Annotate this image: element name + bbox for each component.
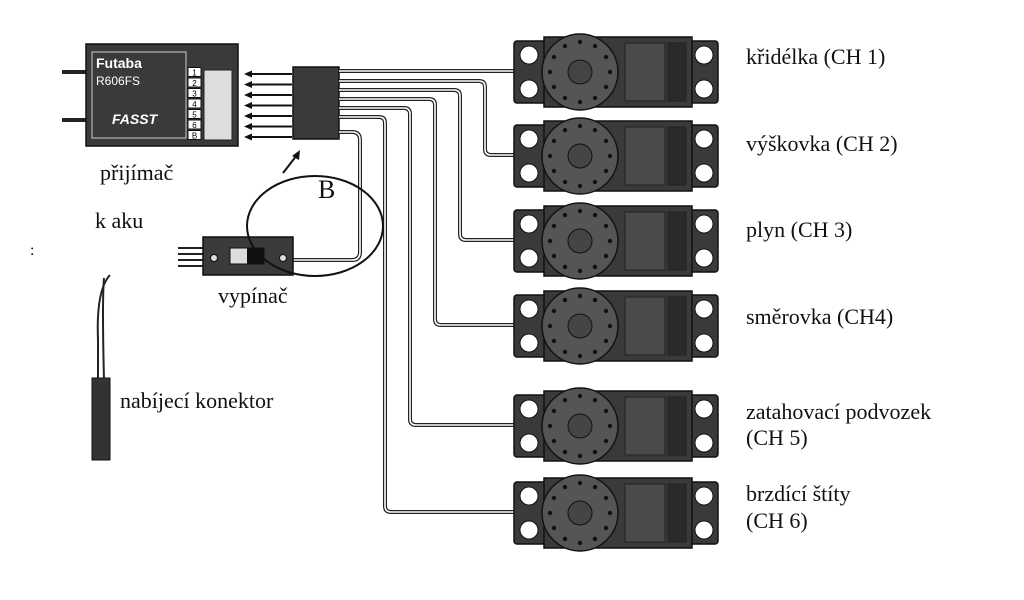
charge-connector-label: nabíjecí konektor	[120, 388, 274, 413]
channel-number: 3	[192, 90, 197, 99]
channel-slot	[187, 119, 202, 130]
receiver-brand: Futaba	[96, 55, 142, 71]
channel-number: 5	[192, 111, 197, 120]
channel-slot	[187, 77, 202, 88]
servo-label-ch1: křidélka (CH 1)	[746, 44, 886, 69]
servo-wire	[339, 97, 515, 327]
switch	[178, 236, 294, 276]
servo-label-ch5-line2: (CH 5)	[746, 425, 808, 450]
channel-slot	[187, 88, 202, 98]
servo-label-ch4: směrovka (CH4)	[746, 304, 894, 329]
servo-label-ch5: zatahovací podvozek	[746, 399, 932, 424]
channel-slot	[187, 67, 202, 77]
channel-arrows	[244, 70, 292, 141]
servo-wire	[339, 88, 515, 242]
channel-slot	[187, 130, 202, 140]
channel-number: 1	[192, 69, 197, 78]
servo-wires	[293, 69, 515, 514]
connector-bundle	[292, 66, 340, 140]
fasst-logo: FASST	[112, 111, 159, 127]
servo-label-ch6: brzdící štíty	[746, 481, 851, 506]
charge-connector	[91, 274, 111, 461]
marker-arrow	[282, 154, 298, 174]
servo-ch4	[513, 287, 719, 365]
servo-label-ch6-line2: (CH 6)	[746, 508, 808, 533]
servo-ch1	[513, 33, 719, 111]
channel-number: 2	[192, 79, 197, 88]
servo-ch5	[513, 387, 719, 465]
servo-ch2	[513, 117, 719, 195]
channel-slot	[187, 98, 202, 109]
servo-ch3	[513, 202, 719, 280]
receiver-model: R606FS	[96, 74, 140, 88]
receiver: Futaba R606FS FASST 12 34 56B	[62, 43, 239, 147]
colon-mark: :	[30, 242, 35, 259]
highlight-ellipse	[246, 175, 384, 277]
servo-label-ch2: výškovka (CH 2)	[746, 131, 898, 156]
channel-number: 6	[192, 121, 197, 130]
battery-label: k aku	[95, 208, 144, 233]
servo-ch6	[513, 474, 719, 552]
servo-wire	[339, 115, 515, 514]
servo-label-ch3: plyn (CH 3)	[746, 217, 853, 242]
receiver-label: přijímač	[100, 160, 174, 185]
channel-number: B	[192, 132, 197, 141]
channel-slot	[187, 109, 202, 119]
marker-label: B	[318, 175, 336, 204]
switch-label: vypínač	[218, 283, 288, 308]
channel-number: 4	[192, 100, 197, 109]
